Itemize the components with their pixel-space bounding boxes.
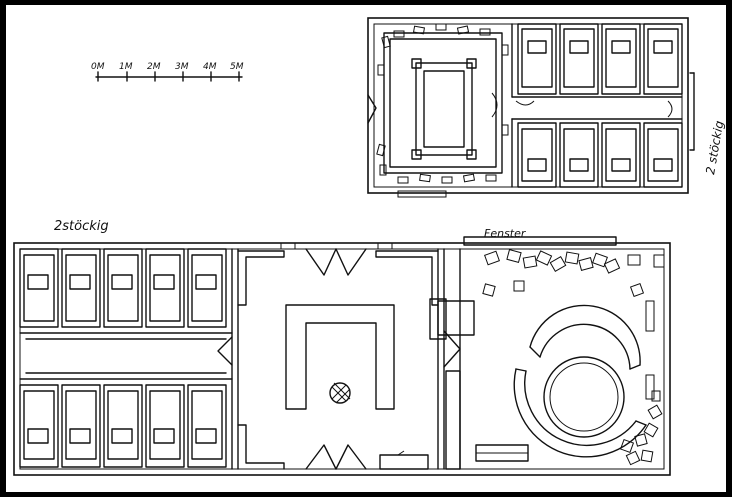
upper-left-door bbox=[367, 94, 377, 124]
lower-floors-label: 2stöckig bbox=[54, 219, 109, 234]
dormitory-wing bbox=[19, 248, 233, 470]
lower-building: Fenster bbox=[13, 227, 671, 476]
dorm-beds-upper-row bbox=[19, 248, 227, 328]
upper-floors-label: 2 stöckig bbox=[703, 119, 726, 175]
round-table bbox=[543, 356, 625, 438]
upper-hall bbox=[376, 23, 509, 184]
scale-tick-5: 5M bbox=[230, 62, 244, 72]
hall-bottom-door bbox=[305, 444, 337, 470]
fenster-label: Fenster bbox=[484, 227, 527, 240]
scale-tick-1: 1M bbox=[119, 62, 133, 72]
hall-top-door bbox=[305, 248, 337, 276]
drawing-sheet: 0M 1M 2M 3M 4M 5M bbox=[6, 5, 726, 492]
corner-chairs bbox=[619, 390, 663, 466]
upper-entrance bbox=[397, 190, 447, 198]
scale-tick-3: 3M bbox=[175, 62, 189, 72]
floor-plan-drawing: 0M 1M 2M 3M 4M 5M bbox=[13, 17, 726, 476]
scale-tick-4: 4M bbox=[203, 62, 217, 72]
upper-beds-top-row bbox=[517, 23, 683, 95]
scale-tick-2: 2M bbox=[147, 62, 161, 72]
scale-tick-0: 0M bbox=[91, 62, 105, 72]
upper-building: 2 stöckig bbox=[367, 17, 726, 198]
round-room: Fenster bbox=[459, 227, 665, 470]
lower-outer-wall bbox=[13, 242, 671, 476]
window-chairs bbox=[482, 249, 665, 400]
upper-beds-bottom-row bbox=[517, 122, 683, 188]
inner-arc-bench bbox=[513, 368, 647, 458]
outer-arc-bench bbox=[529, 304, 641, 366]
window-bar bbox=[463, 236, 617, 246]
dorm-beds-lower-row bbox=[19, 384, 227, 468]
scale-bar: 0M 1M 2M 3M 4M 5M bbox=[91, 62, 244, 82]
u-shaped-counter bbox=[285, 304, 395, 410]
round-grate-icon bbox=[329, 382, 351, 404]
dorm-door bbox=[217, 336, 233, 366]
